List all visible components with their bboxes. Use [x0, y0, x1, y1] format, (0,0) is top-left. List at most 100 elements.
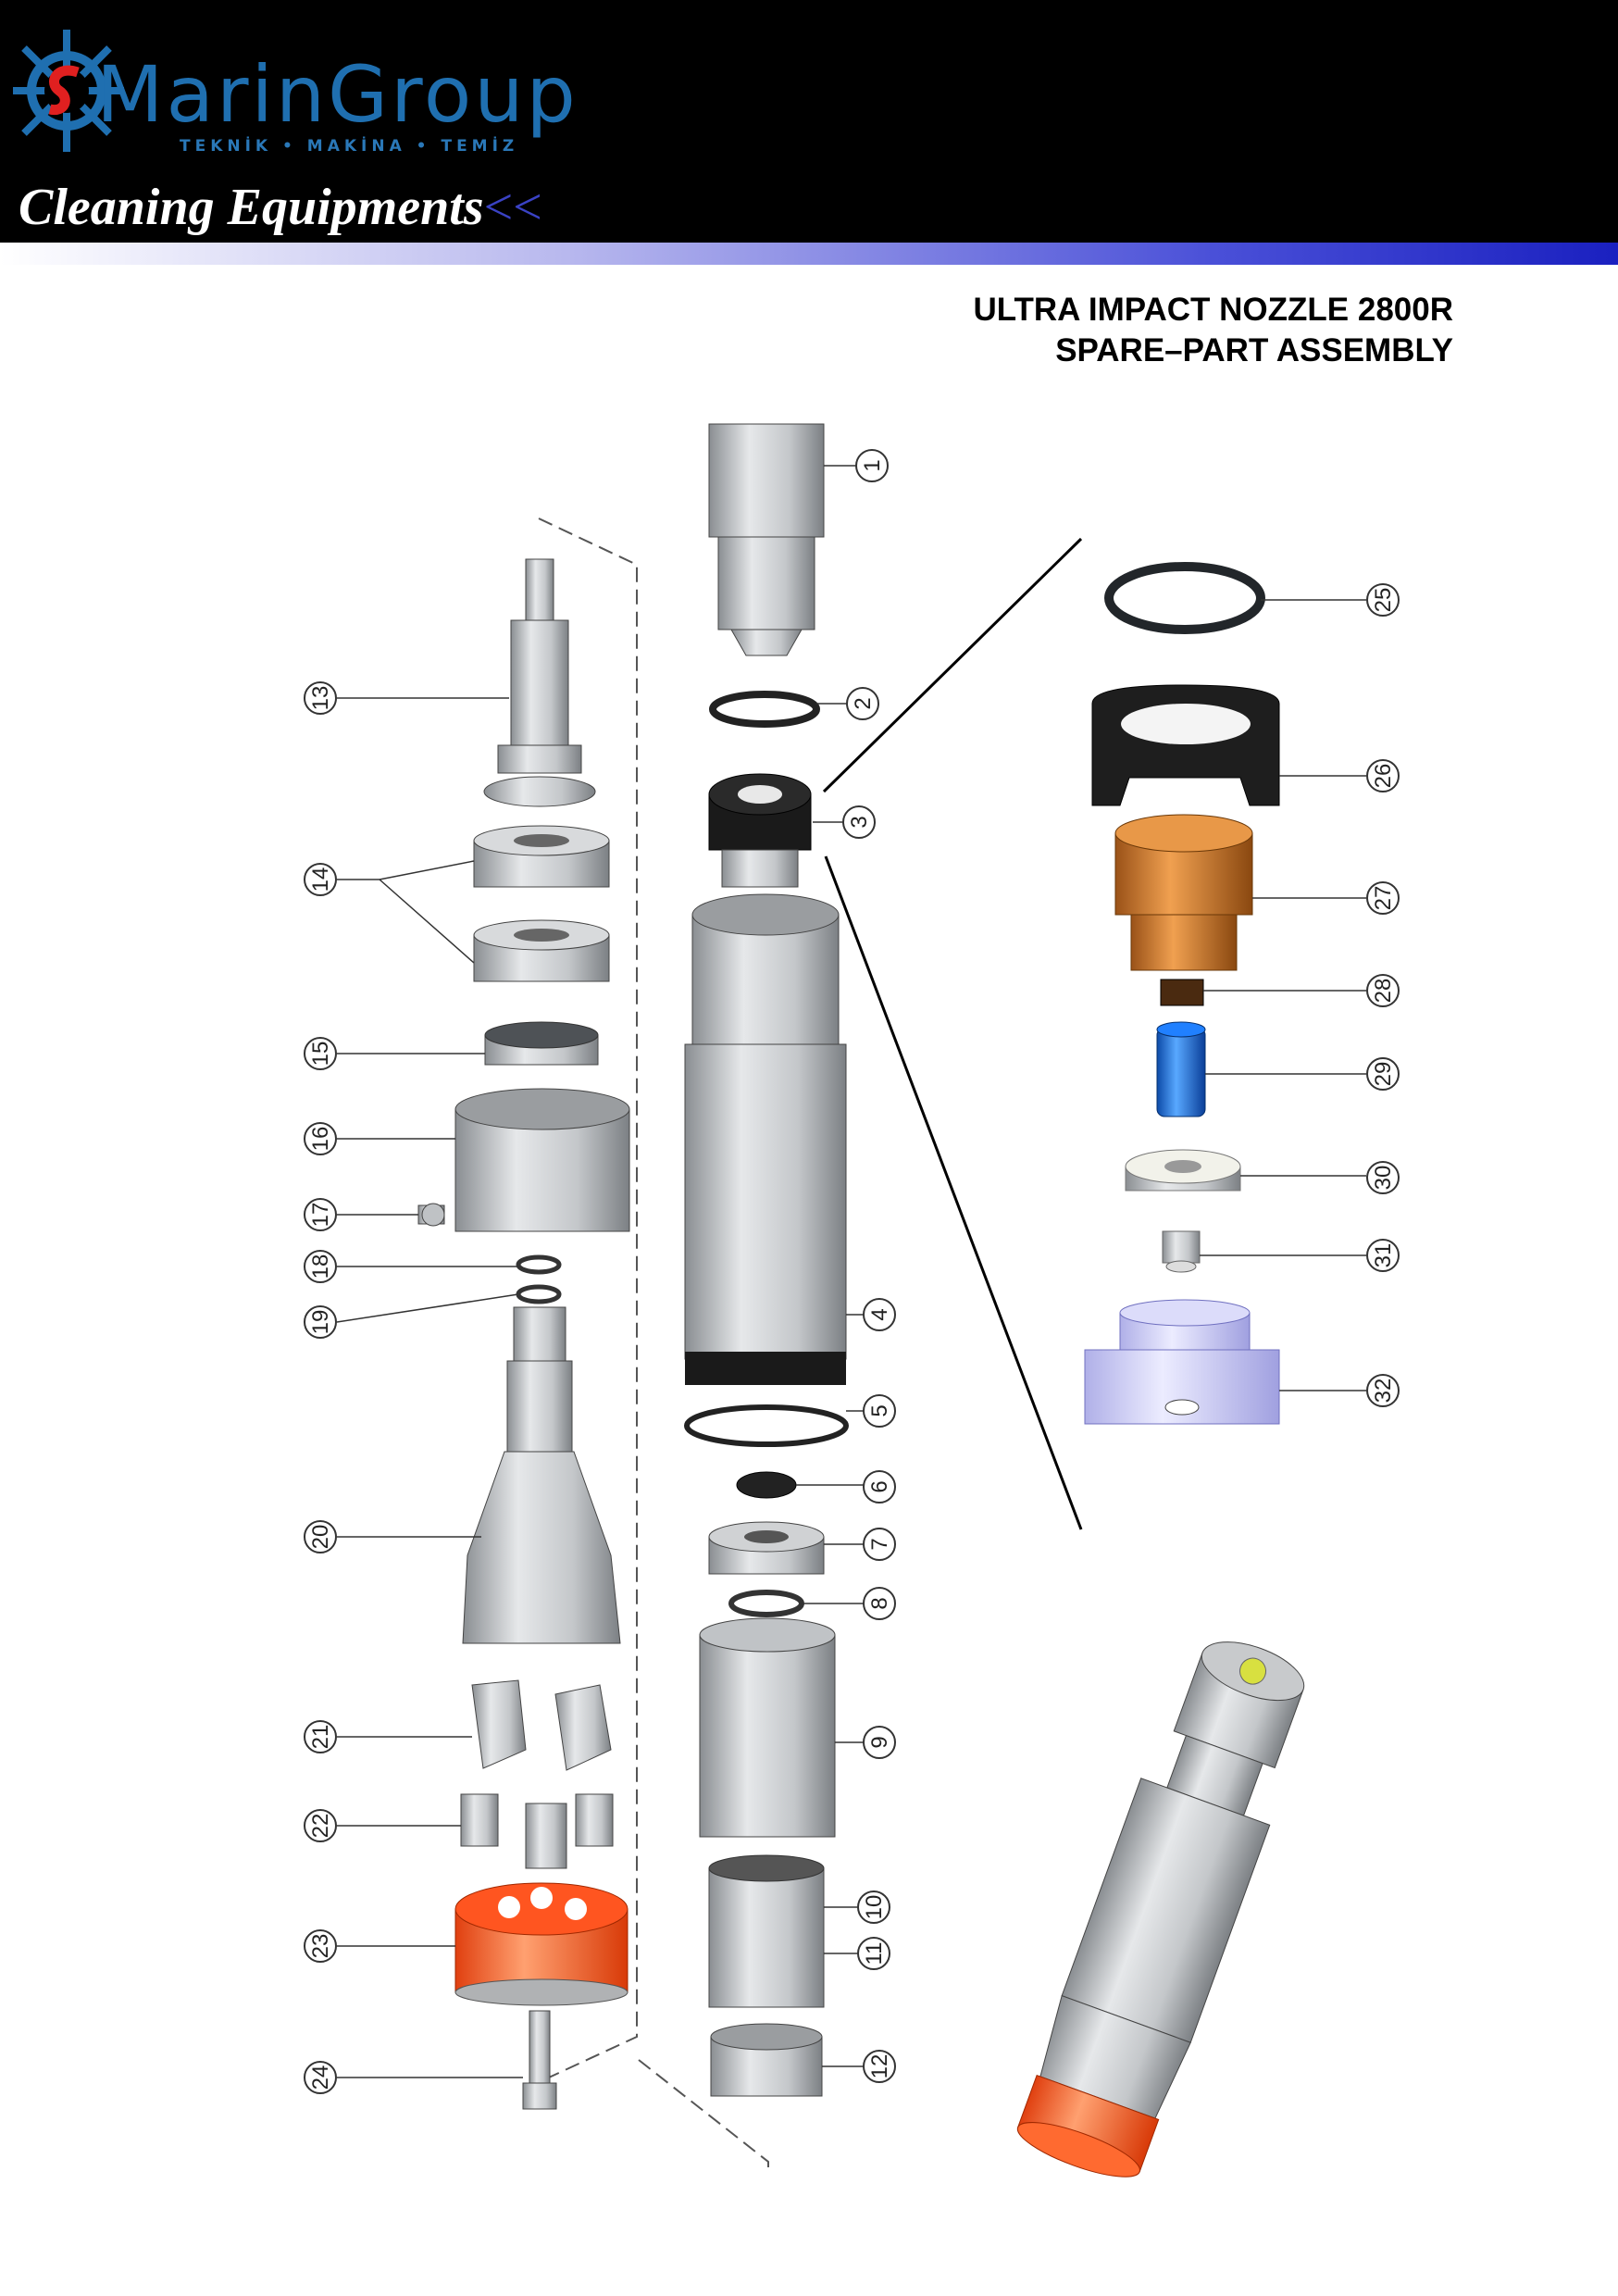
part-28-spacer	[1160, 979, 1204, 1006]
part-15-seal-ring	[484, 1021, 599, 1066]
callout-6: 6	[863, 1470, 896, 1504]
callout-5: 5	[863, 1394, 896, 1428]
part-21-nozzle-tips	[471, 1679, 612, 1771]
part-13-shaft	[483, 558, 596, 807]
callout-11-label: 11	[862, 1942, 887, 1965]
part-29-blue-insert	[1156, 1021, 1206, 1117]
callout-27: 27	[1366, 881, 1400, 915]
callout-32: 32	[1366, 1374, 1400, 1407]
detail-pointer-line-bottom	[824, 855, 1083, 1530]
callout-25: 25	[1366, 583, 1400, 617]
callout-3: 3	[842, 805, 876, 839]
callout-15: 15	[304, 1037, 337, 1070]
title-line-1: ULTRA IMPACT NOZZLE 2800R	[973, 292, 1453, 328]
part-14-bearings	[473, 825, 610, 982]
part-2-o-ring	[709, 691, 820, 728]
part-20-rotor-body	[462, 1306, 621, 1644]
callout-11: 11	[857, 1937, 890, 1970]
alignment-dashed-line	[536, 518, 638, 2084]
slogan: Cleaning Equipments<<	[19, 178, 542, 237]
callout-21-label: 21	[308, 1725, 333, 1750]
callout-7-label: 7	[867, 1538, 892, 1550]
callout-17-label: 17	[308, 1203, 333, 1228]
callout-26: 26	[1366, 759, 1400, 792]
callout-23-label: 23	[308, 1934, 333, 1959]
part-10-11-bushing	[708, 1854, 825, 2008]
assembled-nozzle-view	[1016, 1641, 1305, 2177]
callout-23: 23	[304, 1929, 337, 1963]
part-3-seal-holder	[708, 773, 812, 888]
brand-tagline: TEKNİK • MAKİNA • TEMİZ	[180, 137, 519, 156]
callout-6-label: 6	[867, 1480, 892, 1492]
callout-1: 1	[855, 449, 889, 482]
callout-16: 16	[304, 1122, 337, 1155]
callout-19-label: 19	[308, 1310, 333, 1335]
page-title: ULTRA IMPACT NOZZLE 2800R SPARE–PART ASS…	[973, 290, 1453, 371]
slogan-arrows: <<	[483, 179, 542, 236]
part-26-black-holder	[1091, 684, 1280, 806]
callout-1-label: 1	[860, 459, 885, 471]
callout-2-label: 2	[851, 697, 876, 709]
title-line-2: SPARE–PART ASSEMBLY	[1055, 332, 1453, 368]
callout-19: 19	[304, 1305, 337, 1339]
callout-4-label: 4	[867, 1308, 892, 1320]
callout-18-label: 18	[308, 1254, 333, 1279]
callout-3-label: 3	[847, 816, 872, 828]
part-22-nozzle-inserts	[460, 1793, 614, 1869]
callout-28: 28	[1366, 974, 1400, 1007]
part-4-main-housing	[684, 893, 847, 1385]
callout-2: 2	[846, 687, 879, 720]
part-24-bolt	[522, 2010, 557, 2110]
callout-29: 29	[1366, 1057, 1400, 1091]
part-27-bronze-seat	[1114, 814, 1253, 971]
callout-leader-lines	[336, 465, 1366, 2078]
part-1-fitting	[708, 423, 825, 656]
callout-14: 14	[304, 863, 337, 896]
callout-9: 9	[863, 1726, 896, 1759]
callout-26-label: 26	[1371, 764, 1396, 789]
callout-31: 31	[1366, 1239, 1400, 1272]
slogan-text: Cleaning Equipments	[19, 179, 484, 236]
callout-18: 18	[304, 1250, 337, 1283]
callout-20: 20	[304, 1520, 337, 1554]
part-30-washer	[1125, 1149, 1241, 1192]
callout-12-label: 12	[867, 2054, 892, 2079]
callout-29-label: 29	[1371, 1062, 1396, 1087]
part-31-small-insert	[1162, 1230, 1201, 1273]
part-18-ring	[516, 1254, 562, 1275]
callout-12: 12	[863, 2050, 896, 2083]
part-16-housing	[454, 1088, 630, 1232]
callout-8: 8	[863, 1587, 896, 1620]
part-12-filter	[710, 2023, 823, 2097]
callout-9-label: 9	[867, 1736, 892, 1748]
callout-10: 10	[857, 1890, 890, 1924]
callout-20-label: 20	[308, 1525, 333, 1550]
header-gradient-bar	[0, 243, 1618, 265]
callout-10-label: 10	[862, 1895, 887, 1920]
callout-24: 24	[304, 2061, 337, 2094]
part-5-o-ring	[684, 1404, 849, 1447]
part-7-bearing	[708, 1521, 825, 1575]
callout-16-label: 16	[308, 1127, 333, 1152]
callout-25-label: 25	[1371, 588, 1396, 613]
callout-30-label: 30	[1371, 1166, 1396, 1191]
detail-pointer-line-top	[822, 537, 1083, 793]
part-17-screw	[417, 1203, 445, 1227]
callout-15-label: 15	[308, 1042, 333, 1067]
callout-4: 4	[863, 1298, 896, 1331]
callout-22-label: 22	[308, 1814, 333, 1839]
callout-17: 17	[304, 1198, 337, 1231]
alignment-dashed-line-right	[638, 2059, 769, 2171]
callout-7: 7	[863, 1528, 896, 1561]
callout-30: 30	[1366, 1161, 1400, 1194]
callout-13-label: 13	[308, 686, 333, 711]
part-32-lavender-base	[1084, 1299, 1280, 1425]
callout-22: 22	[304, 1809, 337, 1842]
callout-32-label: 32	[1371, 1379, 1396, 1404]
part-23-orange-cap	[454, 1882, 629, 2006]
callout-5-label: 5	[867, 1404, 892, 1416]
header-banner: MarinGroup TEKNİK • MAKİNA • TEMİZ Clean…	[0, 0, 1618, 243]
callout-13: 13	[304, 681, 337, 715]
